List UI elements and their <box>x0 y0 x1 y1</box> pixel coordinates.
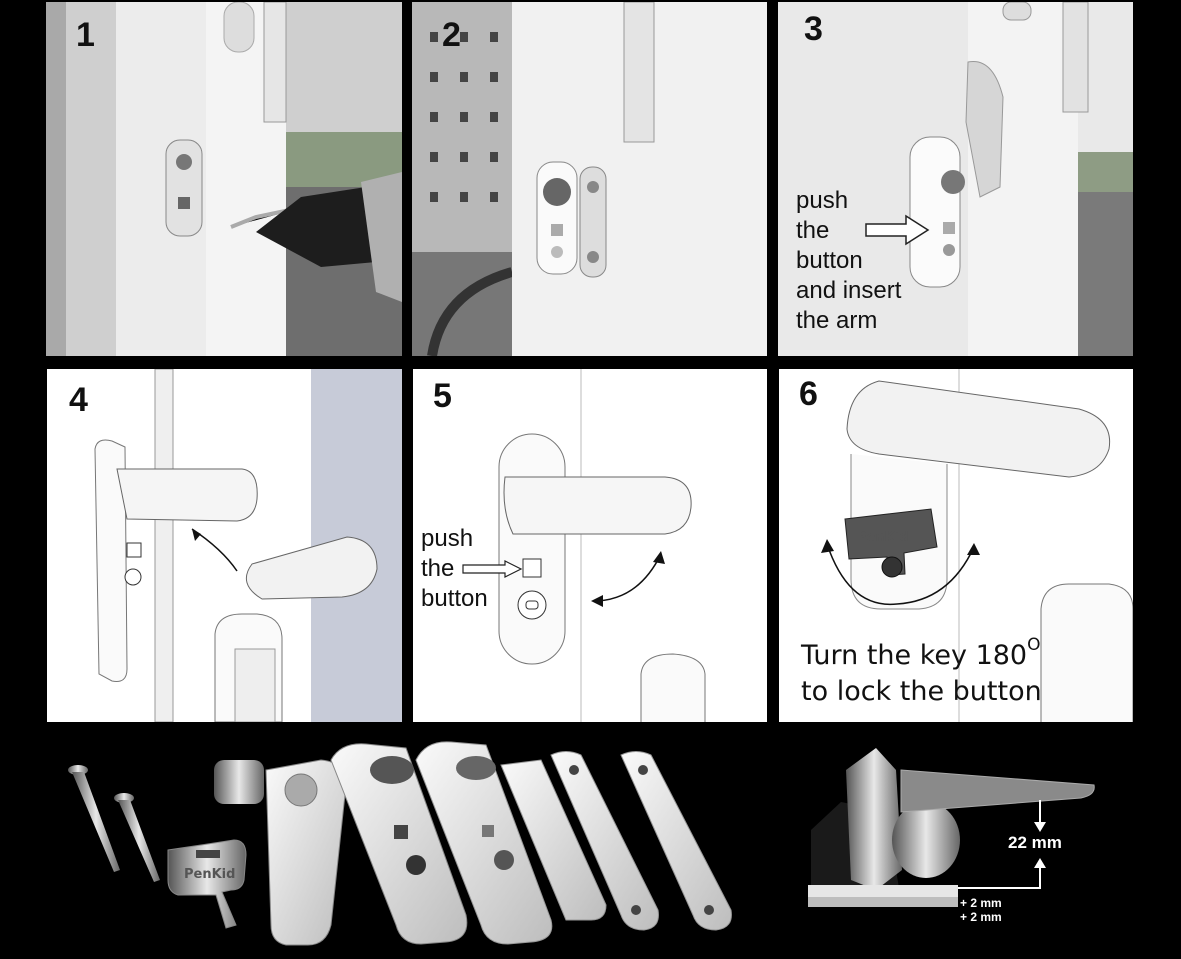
step-number: 5 <box>433 377 452 415</box>
step-5-panel: 5 push the button <box>413 369 767 722</box>
step-5-caption: push the button <box>421 525 488 612</box>
step-6-illustration: PenKid <box>821 369 1133 722</box>
step-5-illustration <box>462 369 706 722</box>
step-number: 4 <box>69 381 88 419</box>
step-number: 1 <box>76 16 95 54</box>
key-part: PenKid <box>167 839 247 929</box>
step-6-caption: Turn the key 180O to lock the button <box>801 627 1042 710</box>
step-2-illustration <box>412 2 767 356</box>
assembled-lock <box>808 748 1095 907</box>
dimension-plus-2mm-a: + 2 mm <box>960 896 1002 910</box>
step-6-panel: PenKid 6 Turn the key 180O to lock the b… <box>779 369 1133 722</box>
step-6-caption-line2: to lock the button <box>801 676 1042 707</box>
mounting-plate-3 <box>620 751 732 931</box>
step-6-caption-line1: Turn the key 180 <box>801 640 1028 671</box>
step-3-illustration <box>778 2 1133 356</box>
step-4-panel: 4 <box>47 369 402 722</box>
step-4-illustration <box>94 369 402 722</box>
degree-mark: O <box>1027 635 1041 655</box>
cover-part <box>415 741 553 945</box>
screw-2 <box>114 793 160 882</box>
screw-1 <box>68 765 120 872</box>
step-3-panel: 3 push the button and insert the arm <box>778 2 1133 356</box>
mounting-plate-1 <box>500 759 607 921</box>
step-number: 3 <box>804 10 823 48</box>
key-brand-text: PenKid <box>184 867 235 882</box>
step-number: 6 <box>799 375 818 413</box>
dimension-arrow-bottom <box>958 864 1041 889</box>
key-brand-label: PenKid <box>857 530 908 545</box>
dimension-22mm: 22 mm <box>1008 833 1062 852</box>
lock-body-part <box>330 743 468 945</box>
parts-illustration: PenKid <box>68 741 1095 946</box>
step-number: 2 <box>442 16 461 54</box>
mounting-plate-2 <box>550 751 659 931</box>
step-3-caption: push the button and insert the arm <box>796 187 902 334</box>
step-1-illustration <box>46 2 402 356</box>
step-2-panel: 2 <box>412 2 767 356</box>
parts-panel: PenKid <box>46 730 1134 955</box>
arm-part <box>214 759 347 946</box>
dimension-plus-2mm-b: + 2 mm <box>960 910 1002 924</box>
step-1-panel: 1 <box>46 2 402 356</box>
